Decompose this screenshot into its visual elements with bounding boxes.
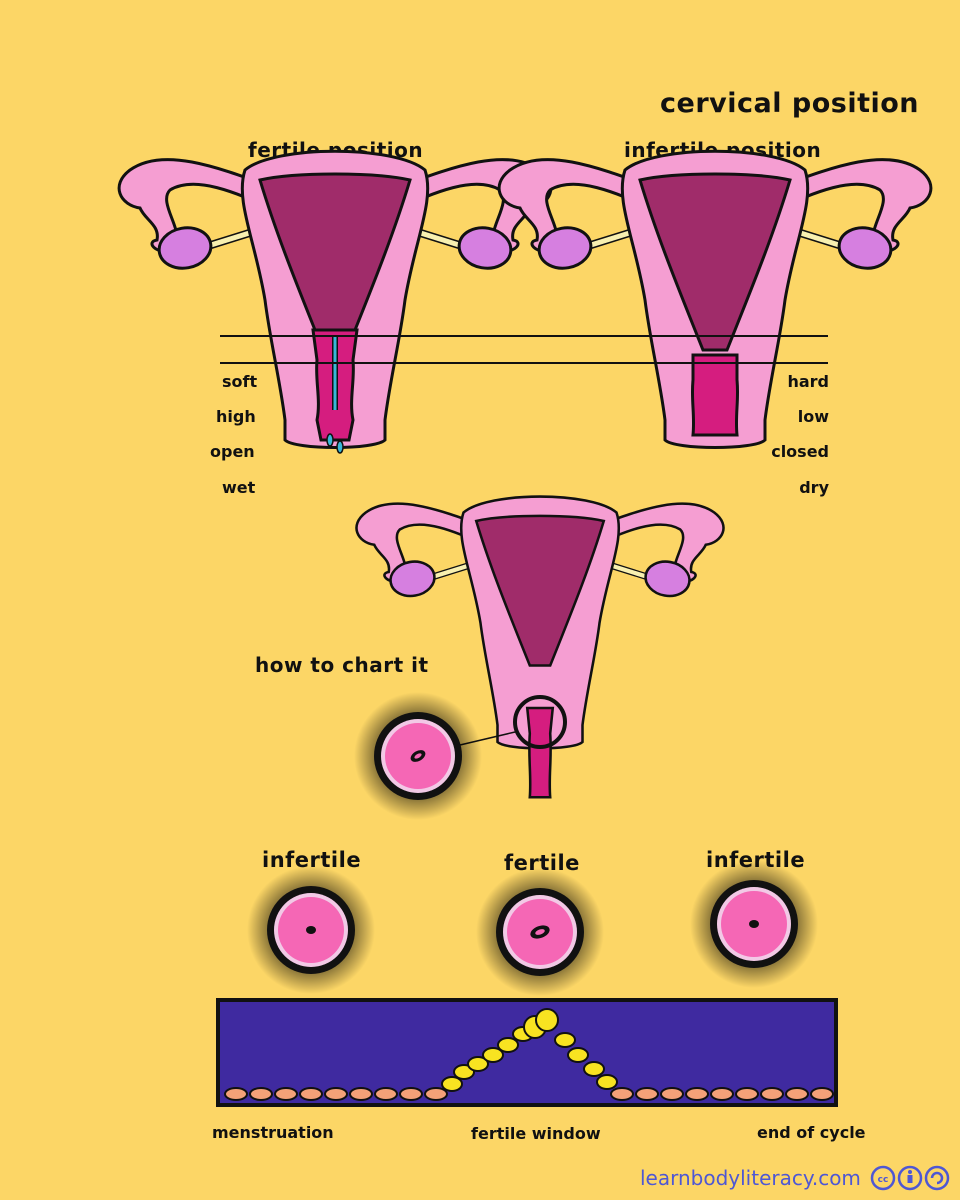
how-to-chart-heading: how to chart it (255, 653, 429, 677)
cycle-dot (735, 1087, 759, 1101)
cycle-dot (523, 1015, 547, 1039)
cycle-dot (785, 1087, 809, 1101)
cycle-dot (349, 1087, 373, 1101)
share-alike-icon (924, 1165, 950, 1191)
cycle-dot (567, 1047, 589, 1063)
fertile-uterus-illustration (119, 151, 551, 454)
cervix-state-icon-1 (247, 866, 375, 994)
cycle-dot (324, 1087, 348, 1101)
cc-icon: cc (870, 1165, 896, 1191)
cervix-state-icon-2 (476, 868, 604, 996)
label-dry: dry (799, 478, 829, 497)
website-link[interactable]: learnbodyliteracy.com (640, 1166, 861, 1190)
cycle-dot (610, 1087, 634, 1101)
cycle-dot (441, 1076, 463, 1092)
infertile-position-heading: infertile position (624, 138, 822, 162)
cycle-dot (554, 1032, 576, 1048)
cycle-dot (512, 1026, 534, 1042)
cervix-zoom-ring (513, 695, 567, 749)
label-hard: hard (787, 372, 829, 391)
zoom-cervix-icon (354, 692, 482, 820)
cycle-dot (424, 1087, 448, 1101)
license-icons: cc (870, 1165, 950, 1191)
cycle-dots (224, 1008, 834, 1101)
label-low: low (797, 407, 829, 426)
cycle-dot (249, 1087, 273, 1101)
cycle-timeline (216, 998, 838, 1107)
cycle-dot (224, 1087, 248, 1101)
fertile-position-heading: fertile position (248, 138, 424, 162)
cycle-dot (685, 1087, 709, 1101)
cycle-dot (760, 1087, 784, 1101)
infertile-uterus-illustration (499, 151, 931, 447)
cycle-dot (374, 1087, 398, 1101)
label-closed: closed (771, 442, 829, 461)
zoom-connector (459, 731, 516, 746)
timeline-middle-label: fertile window (471, 1124, 601, 1143)
cycle-dot (660, 1087, 684, 1101)
cycle-dot (299, 1087, 323, 1101)
cycle-dot (482, 1047, 504, 1063)
cycle-dot (635, 1087, 659, 1101)
cycle-dot (596, 1074, 618, 1090)
cervix-state-label-1: infertile (262, 848, 362, 872)
label-high: high (216, 407, 256, 426)
cycle-dot (467, 1056, 489, 1072)
cycle-dot (274, 1087, 298, 1101)
timeline-end-label: end of cycle (757, 1123, 866, 1142)
label-soft: soft (222, 372, 258, 391)
cycle-dot (399, 1087, 423, 1101)
timeline-start-label: menstruation (212, 1123, 334, 1142)
page-title: cervical position (660, 88, 920, 119)
cycle-dot (710, 1087, 734, 1101)
cervix-state-label-2: fertile (504, 851, 580, 875)
svg-text:cc: cc (878, 1175, 889, 1185)
cycle-dot (535, 1008, 559, 1032)
chart-uterus-illustration (356, 497, 723, 799)
cycle-dot (453, 1064, 475, 1080)
attribution-icon (897, 1165, 923, 1191)
label-open: open (210, 442, 255, 461)
cervix-state-label-3: infertile (706, 848, 806, 872)
label-wet: wet (222, 478, 256, 497)
cycle-dot (810, 1087, 834, 1101)
cervix-state-icon-3 (690, 860, 818, 988)
cycle-dot (583, 1061, 605, 1077)
cycle-dot (497, 1037, 519, 1053)
